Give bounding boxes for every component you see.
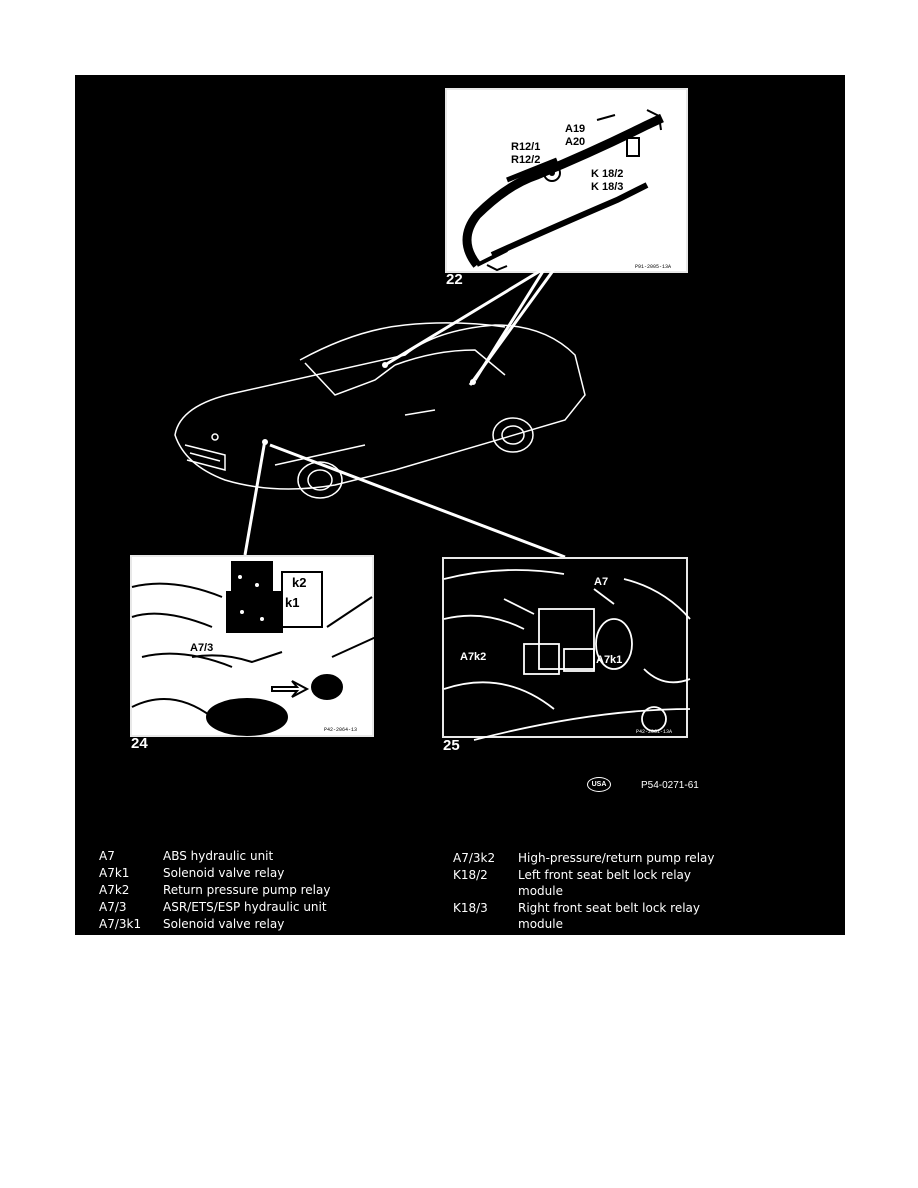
label-a7-3: A7/3 bbox=[190, 642, 214, 654]
label-k2: k2 bbox=[292, 575, 307, 590]
legend-code: A7k2 bbox=[99, 883, 130, 897]
panel-25: A7 A7k2 A7k1 P42-2061-13A bbox=[442, 557, 691, 741]
legend-desc: ASR/ETS/ESP hydraulic unit bbox=[163, 900, 327, 914]
legend-code: K18/2 bbox=[453, 868, 488, 882]
legend-desc: module bbox=[518, 917, 563, 931]
legend-left: A7 ABS hydraulic unit A7k1 Solenoid valv… bbox=[99, 848, 439, 938]
label-a7k2: A7k2 bbox=[460, 651, 487, 663]
car-illustration bbox=[174, 266, 586, 559]
panel-22-ref: P91-2005-13A bbox=[635, 264, 672, 270]
legend-code: A7/3k1 bbox=[99, 917, 142, 931]
legend-code: K18/3 bbox=[453, 901, 488, 915]
panel-22-number: 22 bbox=[446, 271, 463, 288]
legend-desc: module bbox=[518, 884, 563, 898]
legend-desc: Solenoid valve relay bbox=[163, 866, 285, 880]
label-a7: A7 bbox=[594, 576, 609, 588]
label-r12-2: R12/2 bbox=[511, 154, 541, 166]
seat-belt-illustration bbox=[462, 109, 664, 272]
diagram-sheet: A19 A20 R12/1 R12/2 K 18/2 K 18/3 P91-20… bbox=[75, 75, 845, 935]
panel-22: A19 A20 R12/1 R12/2 K 18/2 K 18/3 P91-20… bbox=[445, 88, 688, 273]
legend-right: A7/3k2 High-pressure/return pump relay K… bbox=[453, 850, 833, 935]
label-k18-3: K 18/3 bbox=[591, 181, 624, 193]
label-k1: k1 bbox=[285, 595, 300, 610]
legend-code: A7k1 bbox=[99, 866, 130, 880]
hydraulic-unit-25-illustration bbox=[443, 569, 691, 741]
legend-desc: High-pressure/return pump relay bbox=[518, 851, 715, 865]
hydraulic-unit-24-illustration bbox=[131, 561, 377, 736]
panel-24-ref: P42-2064-13 bbox=[324, 727, 358, 733]
label-k18-2: K 18/2 bbox=[591, 168, 624, 180]
legend-desc: ABS hydraulic unit bbox=[163, 849, 274, 863]
label-a19: A19 bbox=[565, 123, 586, 135]
legend-code: A7/3k2 bbox=[453, 851, 496, 865]
legend-desc: Right front seat belt lock relay bbox=[518, 901, 701, 915]
panel-24: k2 k1 A7/3 P42-2064-13 bbox=[130, 555, 377, 737]
label-a7k1: A7k1 bbox=[596, 654, 623, 666]
panel-25-number: 25 bbox=[443, 737, 460, 754]
legend-desc: Return pressure pump relay bbox=[163, 883, 331, 897]
panel-24-number: 24 bbox=[131, 735, 148, 752]
legend-desc: Left front seat belt lock relay bbox=[518, 868, 691, 882]
usa-badge: USA bbox=[587, 777, 611, 792]
label-r12-1: R12/1 bbox=[511, 141, 541, 153]
legend-desc: Solenoid valve relay bbox=[163, 917, 285, 931]
legend-code: A7/3 bbox=[99, 900, 127, 914]
figure-code: P54-0271-61 bbox=[641, 780, 699, 791]
panel-25-ref: P42-2061-13A bbox=[636, 729, 673, 735]
legend-code: A7 bbox=[99, 849, 115, 863]
label-a20: A20 bbox=[565, 136, 586, 148]
